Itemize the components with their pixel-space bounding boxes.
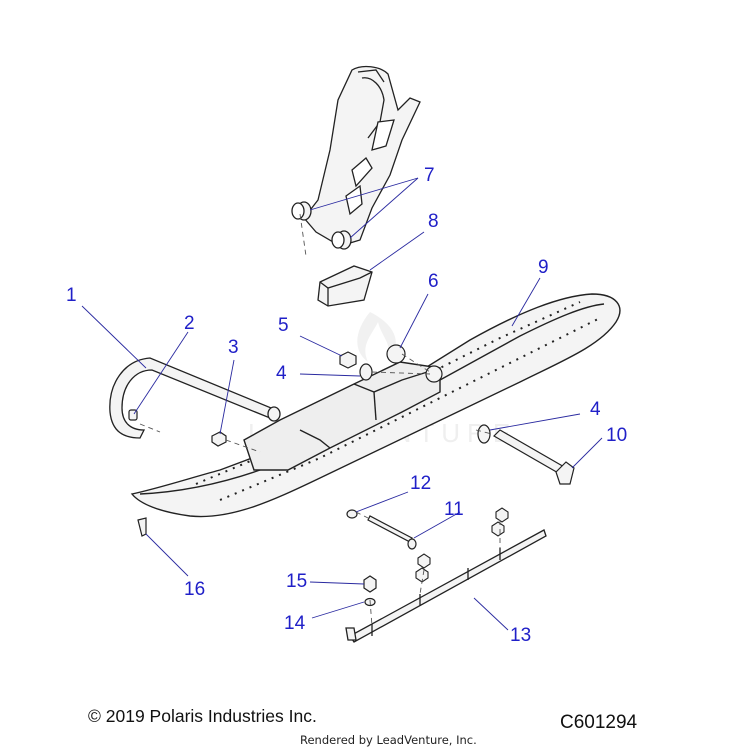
callout-12: 12 bbox=[410, 473, 432, 494]
callout-14: 14 bbox=[284, 613, 306, 634]
bushing-7-left bbox=[291, 201, 312, 221]
callout-10: 10 bbox=[606, 425, 628, 446]
callout-7: 7 bbox=[424, 165, 435, 186]
nut-3 bbox=[211, 431, 227, 447]
nut-15 bbox=[363, 575, 377, 593]
nut-stud-d bbox=[415, 567, 429, 583]
bolt-11 bbox=[367, 515, 417, 550]
callout-9: 9 bbox=[538, 257, 549, 278]
copyright-text: © 2019 Polaris Industries Inc. bbox=[88, 706, 317, 726]
callout-5: 5 bbox=[278, 315, 289, 336]
ski-body bbox=[130, 293, 621, 518]
callout-1: 1 bbox=[66, 285, 77, 306]
callout-4-right: 4 bbox=[590, 399, 601, 420]
pin-16 bbox=[137, 517, 147, 537]
diagram-id: C601294 bbox=[560, 712, 638, 733]
bumper-8 bbox=[317, 265, 373, 307]
callout-3: 3 bbox=[228, 337, 239, 358]
callout-4-left: 4 bbox=[276, 363, 287, 384]
nut-5 bbox=[339, 351, 357, 369]
washer-4-left bbox=[359, 363, 373, 381]
loop-handle bbox=[109, 357, 281, 439]
washer-12 bbox=[346, 509, 358, 519]
callout-2: 2 bbox=[184, 313, 195, 334]
nut-stud-a bbox=[495, 507, 509, 523]
spindle-bracket bbox=[303, 65, 421, 247]
callout-11: 11 bbox=[444, 499, 464, 520]
render-credit: Rendered by LeadVenture, Inc. bbox=[300, 733, 477, 747]
washer-4-right bbox=[477, 424, 491, 444]
leader-lines bbox=[81, 177, 603, 631]
callout-13: 13 bbox=[510, 625, 532, 646]
assembly-lines bbox=[139, 213, 501, 627]
callout-16: 16 bbox=[184, 579, 206, 600]
callout-6: 6 bbox=[428, 271, 439, 292]
callout-8: 8 bbox=[428, 211, 439, 232]
bushing-7-right bbox=[331, 230, 352, 250]
nut-stud-c bbox=[417, 553, 431, 569]
nut-stud-b bbox=[491, 521, 505, 537]
bushing-6 bbox=[386, 344, 406, 364]
bolt-10 bbox=[493, 429, 575, 485]
wear-bar bbox=[345, 529, 547, 643]
callout-15: 15 bbox=[286, 571, 308, 592]
